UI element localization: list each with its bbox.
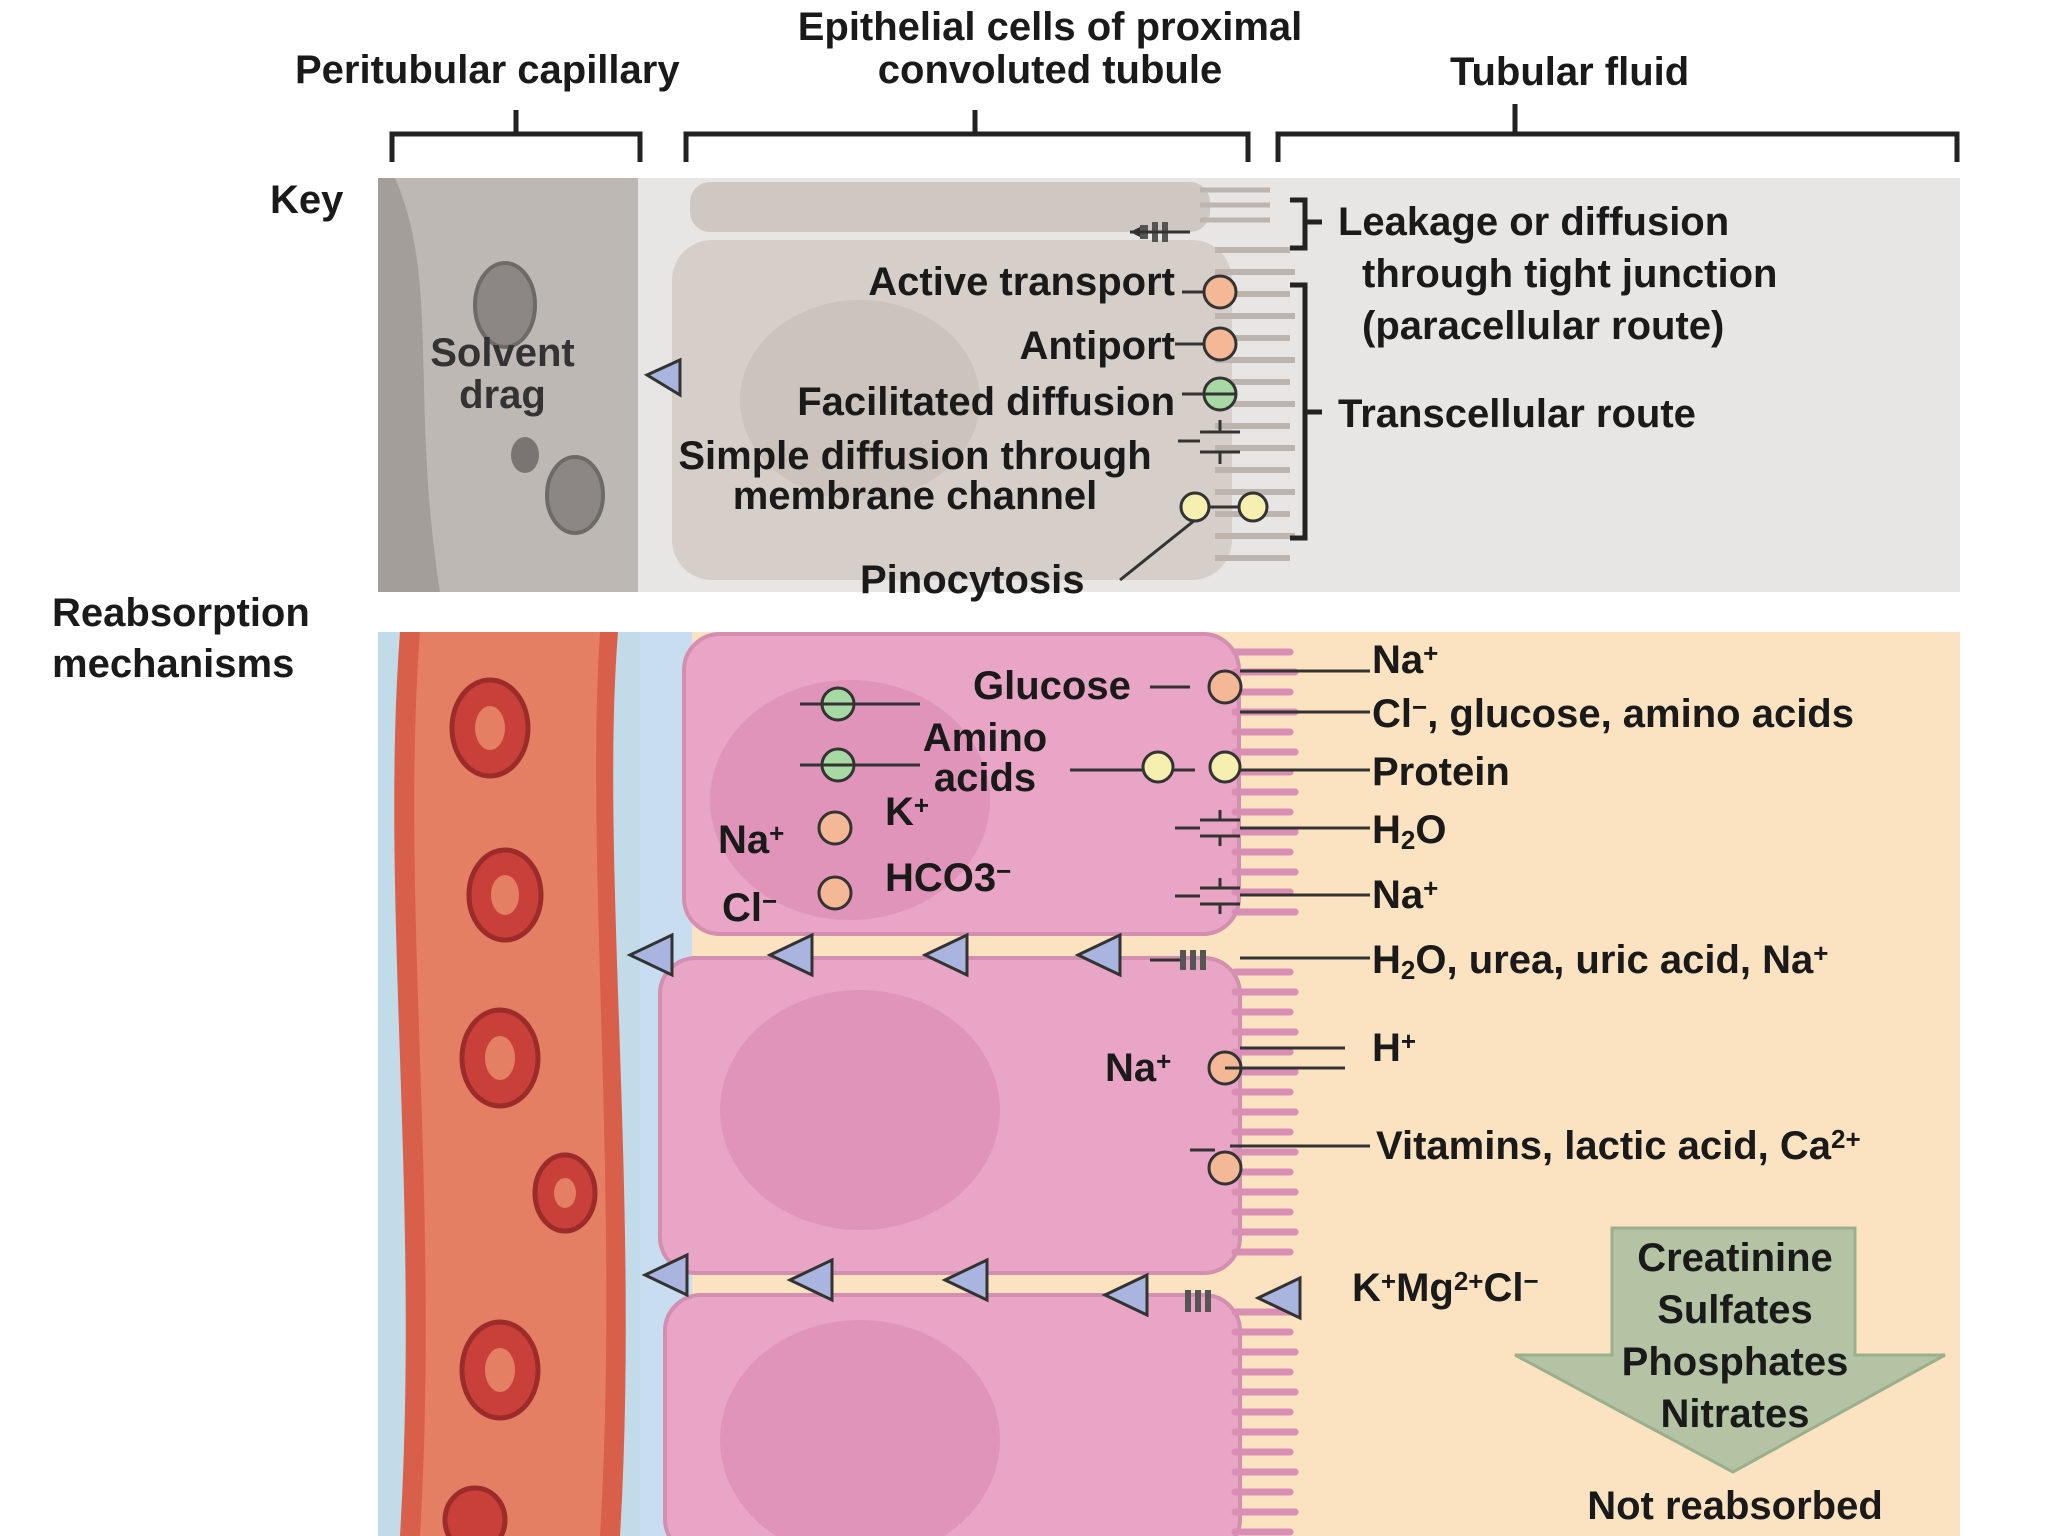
hco3-label: HCO3− bbox=[885, 858, 1011, 899]
facilitated-diffusion-label: Facilitated diffusion bbox=[797, 380, 1175, 424]
k-text: K bbox=[1352, 1266, 1381, 1310]
two-plus-sup: 2+ bbox=[1453, 1266, 1484, 1296]
simple-diffusion-line1: Simple diffusion through bbox=[678, 434, 1152, 478]
tubular-header: Tubular fluid bbox=[1450, 50, 1690, 94]
na-h-na-label: Na+ bbox=[1105, 1048, 1171, 1089]
not-reabsorbed-label: Not reabsorbed bbox=[1587, 1484, 1883, 1528]
transport-markers bbox=[817, 669, 1345, 1312]
sub-2: 2 bbox=[1400, 825, 1416, 855]
leakage-line3: (paracellular route) bbox=[1362, 304, 1725, 348]
minus-sup: − bbox=[1412, 692, 1428, 722]
amino-acids-line1: Amino bbox=[922, 716, 1048, 760]
leakage-line1: Leakage or diffusion bbox=[1338, 200, 1730, 244]
na-k-na-label: Na+ bbox=[718, 820, 784, 861]
not-reabsorbed-list: Creatinine Sulfates Phosphates Nitrates bbox=[1570, 1232, 1900, 1440]
simple-diffusion-label: Simple diffusion through membrane channe… bbox=[645, 436, 1185, 516]
cl-text: Cl bbox=[1483, 1266, 1524, 1310]
na-text: Na bbox=[718, 818, 770, 862]
active-transport-pump bbox=[1202, 274, 1238, 310]
tf-protein: Protein bbox=[1372, 750, 1510, 794]
not-reabsorbed-item: Phosphates bbox=[1621, 1340, 1849, 1384]
amino-acids-label: Amino acids bbox=[905, 718, 1065, 798]
peritubular-header: Peritubular capillary bbox=[295, 48, 680, 92]
tf-cl-glucose: Cl−, glucose, amino acids bbox=[1372, 694, 1854, 735]
tf-na-1: Na+ bbox=[1372, 640, 1438, 681]
two-plus-sup: 2+ bbox=[1831, 1124, 1861, 1154]
cl-label: Cl− bbox=[722, 888, 777, 929]
na-text: Na bbox=[1372, 873, 1424, 917]
epithelial-header-line2: convoluted tubule bbox=[877, 48, 1223, 93]
plus-sup: + bbox=[1423, 873, 1439, 903]
transport-icons bbox=[800, 669, 1370, 1148]
simple-diffusion-line2: membrane channel bbox=[732, 474, 1098, 518]
leakage-line2: through tight junction bbox=[1362, 252, 1778, 296]
tf-h2o-urea: H2O, urea, uric acid, Na+ bbox=[1372, 940, 1828, 983]
solvent-drag-label: Solvent drag bbox=[410, 332, 595, 416]
na-text: Na bbox=[1372, 638, 1424, 682]
na-k-k-label: K+ bbox=[885, 792, 929, 833]
tf-h2o: H2O bbox=[1372, 810, 1446, 853]
tf-h-ion: H+ bbox=[1372, 1028, 1416, 1069]
plus-sup: + bbox=[769, 818, 785, 848]
tf-k-mg-cl: K+Mg2+Cl− bbox=[1352, 1268, 1539, 1309]
glucose-label: Glucose bbox=[973, 664, 1131, 708]
epithelial-header-line1: Epithelial cells of proximal bbox=[797, 5, 1303, 49]
plus-sup: + bbox=[1813, 938, 1829, 968]
not-reabsorbed-item: Creatinine bbox=[1637, 1236, 1833, 1280]
amino-acids-line2: acids bbox=[933, 756, 1037, 800]
sub-2: 2 bbox=[1400, 955, 1416, 985]
epithelial-header: Epithelial cells of proximal convoluted … bbox=[760, 5, 1340, 93]
reabsorption-title-line2: mechanisms bbox=[52, 642, 295, 687]
na-text: Na bbox=[1105, 1046, 1157, 1090]
tf-vitamins: Vitamins, lactic acid, Ca2+ bbox=[1376, 1126, 1861, 1167]
plus-sup: + bbox=[1156, 1046, 1172, 1076]
membrane-channel bbox=[1200, 420, 1240, 464]
h-text: H bbox=[1372, 938, 1401, 982]
plus-sup: + bbox=[913, 790, 930, 820]
h-text: H bbox=[1372, 1026, 1401, 1070]
antiport-label: Antiport bbox=[1019, 324, 1175, 368]
minus-sup: − bbox=[1523, 1266, 1539, 1296]
transcellular-bracket bbox=[1290, 282, 1322, 541]
pinocytosis-vesicle bbox=[1179, 491, 1211, 523]
urea-text: O, urea, uric acid, Na bbox=[1415, 938, 1814, 982]
minus-sup: − bbox=[762, 886, 778, 916]
leakage-label: Leakage or diffusion through tight junct… bbox=[1338, 196, 1777, 352]
tf-na-2: Na+ bbox=[1372, 875, 1438, 916]
hco3-text: HCO3 bbox=[885, 856, 997, 900]
mg-text: Mg bbox=[1396, 1266, 1454, 1310]
solvent-drag-arrow bbox=[643, 357, 682, 398]
key-panel bbox=[378, 178, 1960, 592]
leakage-bracket bbox=[1290, 197, 1322, 251]
plus-sup: + bbox=[1400, 1026, 1417, 1056]
glucose-amino-text: , glucose, amino acids bbox=[1427, 692, 1854, 736]
h-text: H bbox=[1372, 808, 1401, 852]
minus-sup: − bbox=[996, 856, 1012, 886]
solvent-drag-arrows bbox=[626, 932, 1302, 1321]
solvent-drag-line2: drag bbox=[459, 373, 546, 417]
key-icons bbox=[643, 197, 1322, 582]
solvent-drag-line1: Solvent bbox=[430, 331, 575, 375]
reabsorption-panel bbox=[378, 632, 1960, 1536]
plus-sup: + bbox=[1423, 638, 1439, 668]
header-brackets bbox=[389, 104, 1960, 162]
not-reabsorbed-item: Sulfates bbox=[1657, 1288, 1813, 1332]
key-title: Key bbox=[270, 178, 344, 222]
active-transport-label: Active transport bbox=[868, 260, 1175, 304]
not-reabsorbed-arrow bbox=[1514, 1226, 1946, 1474]
o-text: O bbox=[1415, 808, 1447, 852]
pinocytosis-label: Pinocytosis bbox=[860, 558, 1085, 602]
cl-text: Cl bbox=[1372, 692, 1412, 736]
antiport-pump bbox=[1202, 326, 1238, 362]
not-reabsorbed-item: Nitrates bbox=[1660, 1392, 1810, 1436]
plus-sup: + bbox=[1380, 1266, 1397, 1296]
transcellular-label: Transcellular route bbox=[1338, 392, 1696, 436]
reabsorption-title: Reabsorption mechanisms bbox=[52, 588, 310, 690]
reabsorption-title-line1: Reabsorption bbox=[52, 591, 310, 635]
k-text: K bbox=[885, 790, 914, 834]
vitamins-text: Vitamins, lactic acid, Ca bbox=[1376, 1124, 1832, 1168]
cl-text: Cl bbox=[722, 886, 762, 930]
